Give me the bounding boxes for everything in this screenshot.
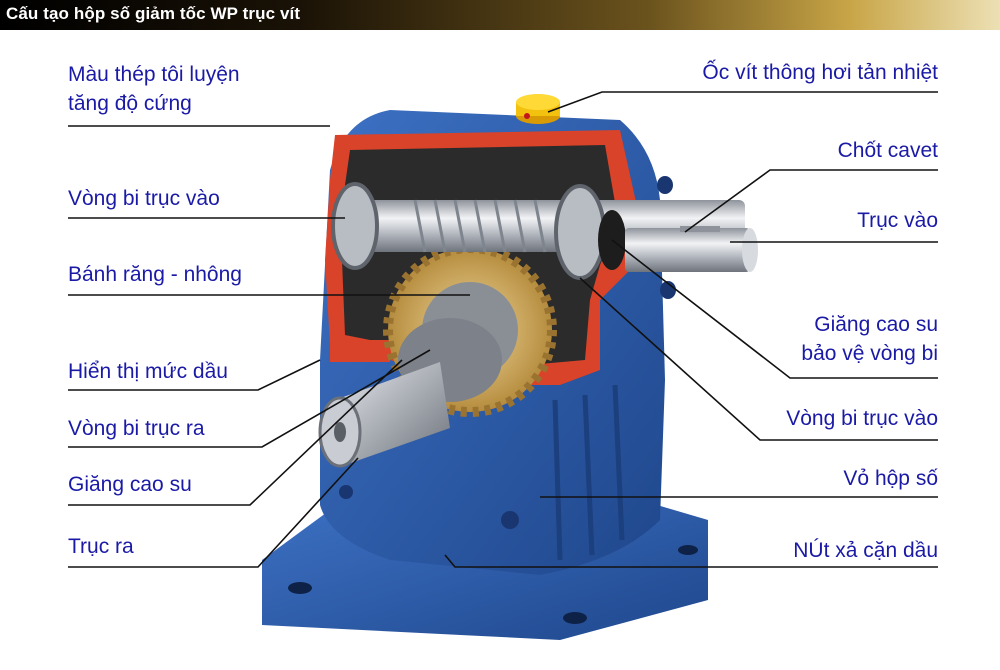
label-vent-screw: Ốc vít thông hơi tản nhiệt xyxy=(702,61,938,84)
label-line: bảo vệ vòng bi xyxy=(801,342,938,365)
leader-key-pin xyxy=(684,169,938,233)
label-line: Màu thép tôi luyện xyxy=(68,63,240,86)
label-rubber-seal: Giăng cao su xyxy=(68,473,192,496)
leader-rubber-seal xyxy=(68,359,403,506)
label-gear-pinion: Bánh răng - nhông xyxy=(68,263,242,286)
label-line: tăng độ cứng xyxy=(68,92,192,115)
output-shaft-part xyxy=(318,318,502,468)
vent-cap xyxy=(516,94,560,124)
label-gearbox-housing: Vỏ hộp số xyxy=(843,467,938,490)
leader-lines xyxy=(68,91,938,568)
label-hardened-steel: Màu thép tôi luyện tăng độ cứng xyxy=(68,60,240,118)
label-key-pin: Chốt cavet xyxy=(837,139,938,162)
label-input-shaft: Trục vào xyxy=(857,209,938,232)
label-oil-level: Hiển thị mức dầu xyxy=(68,360,228,383)
label-output-bearing: Vòng bi trục ra xyxy=(68,417,205,440)
label-input-bearing-right: Vòng bi trục vào xyxy=(786,407,938,430)
label-input-bearing-left: Vòng bi trục vào xyxy=(68,187,220,210)
label-bearing-seal: Giăng cao su bảo vệ vòng bi xyxy=(801,310,938,368)
leader-input-bearing-right xyxy=(579,277,938,441)
label-line: Giăng cao su xyxy=(814,313,938,336)
page-title: Cấu tạo hộp số giảm tốc WP trục vít xyxy=(6,4,301,23)
leader-bearing-seal xyxy=(611,239,938,379)
label-output-shaft: Trục ra xyxy=(68,535,134,558)
leader-output-shaft xyxy=(68,457,359,568)
leader-oil-level xyxy=(68,359,321,391)
label-oil-drain: NÚt xả cặn dầu xyxy=(793,539,938,562)
leader-oil-drain xyxy=(444,554,938,568)
leader-output-bearing xyxy=(68,349,431,448)
leader-vent-screw xyxy=(547,91,938,113)
title-bar: Cấu tạo hộp số giảm tốc WP trục vít xyxy=(0,0,1000,30)
